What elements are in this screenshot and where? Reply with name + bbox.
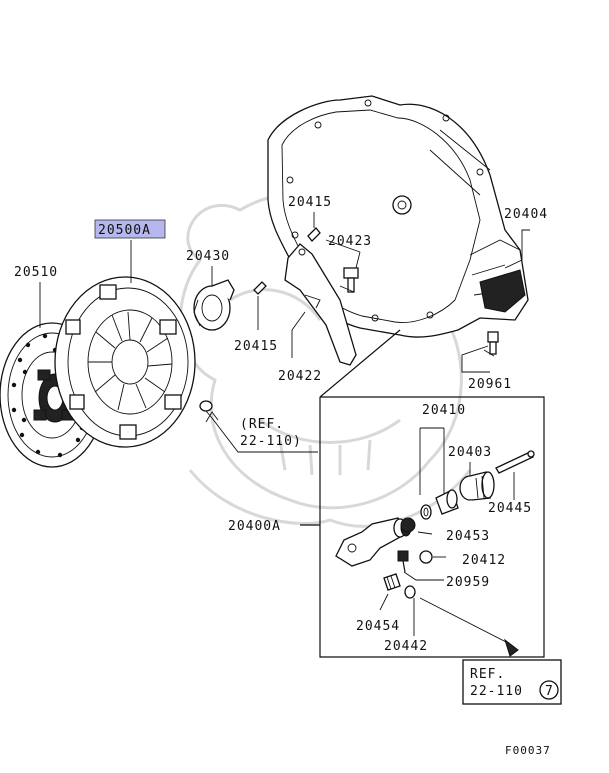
label-20961[interactable]: 20961 <box>468 377 512 392</box>
figure-code: F00037 <box>505 744 551 757</box>
leader-lines <box>39 212 530 373</box>
label-20415-lower[interactable]: 20415 <box>234 339 278 354</box>
label-20453[interactable]: 20453 <box>446 529 490 544</box>
spring-clip-lower <box>253 281 267 295</box>
ref-left-line1[interactable]: (REF. <box>240 417 284 432</box>
label-20404[interactable]: 20404 <box>504 207 548 222</box>
ref-box-circle-number: 7 <box>545 684 554 699</box>
pressure-plate <box>54 276 196 448</box>
ref-box-line1[interactable]: REF. <box>470 667 505 682</box>
ref-box <box>462 659 562 705</box>
label-20454[interactable]: 20454 <box>356 619 400 634</box>
seal-part <box>420 504 432 520</box>
label-20412[interactable]: 20412 <box>462 553 506 568</box>
detail-leaders <box>379 427 515 645</box>
label-20400A[interactable]: 20400A <box>228 519 281 534</box>
release-fork <box>284 243 357 366</box>
ref-box-line2[interactable]: 22-110 <box>470 684 523 699</box>
ref-arrow-right <box>504 638 519 657</box>
label-20422[interactable]: 20422 <box>278 369 322 384</box>
pushrod-part <box>495 450 535 474</box>
label-20423[interactable]: 20423 <box>328 234 372 249</box>
label-20410[interactable]: 20410 <box>422 403 466 418</box>
transmission-housing <box>267 95 529 338</box>
boot-part <box>459 471 495 501</box>
piston-part <box>435 489 459 515</box>
release-bearing <box>193 279 235 331</box>
detail-bracket <box>300 329 545 658</box>
bleeder-cap <box>400 517 416 533</box>
fitting-part <box>199 400 213 419</box>
ref-left-line2[interactable]: 22-110) <box>240 434 302 449</box>
label-20445[interactable]: 20445 <box>488 501 532 516</box>
highlight-box <box>94 219 166 239</box>
ref-arrow-left <box>205 411 318 453</box>
cap-part <box>404 585 416 599</box>
label-20510[interactable]: 20510 <box>14 265 58 280</box>
label-20430[interactable]: 20430 <box>186 249 230 264</box>
bolt-part <box>483 331 499 357</box>
label-20415-upper[interactable]: 20415 <box>288 195 332 210</box>
union-bolt <box>419 550 433 564</box>
spring-clip-upper <box>307 227 321 242</box>
label-20403[interactable]: 20403 <box>448 445 492 460</box>
pivot-stud <box>339 267 359 293</box>
label-20959[interactable]: 20959 <box>446 575 490 590</box>
label-20500A[interactable]: 20500A <box>98 223 151 238</box>
bleeder-screw <box>397 550 409 573</box>
label-20442[interactable]: 20442 <box>384 639 428 654</box>
spring-part <box>383 573 401 591</box>
